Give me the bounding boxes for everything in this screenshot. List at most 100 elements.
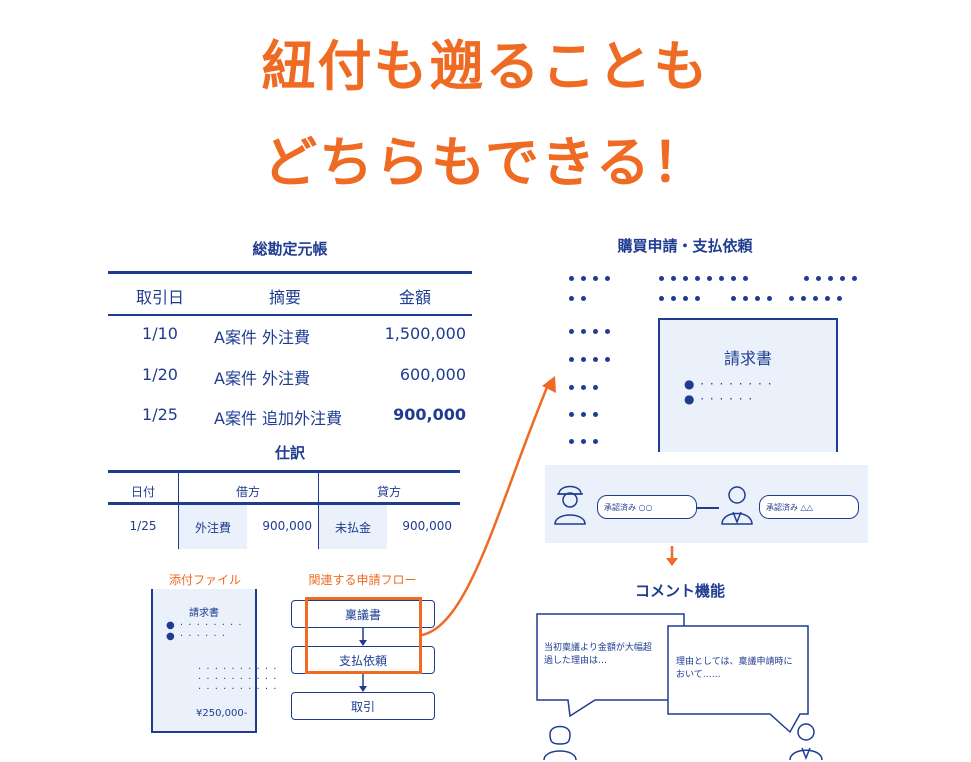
approval-bubble-1: 承認済み ○○	[597, 495, 697, 519]
placeholder-dot	[605, 357, 610, 362]
journal-row-credit-account: 未払金	[334, 521, 371, 535]
flow-step-transaction[interactable]: 取引	[291, 692, 435, 720]
journal-header-credit: 貸方	[376, 485, 401, 499]
invoice-text-line-dots: · · · · · · · · · ·	[198, 674, 278, 685]
placeholder-dot	[593, 357, 598, 362]
journal-row-date: 1/25	[129, 519, 157, 533]
placeholder-dot	[569, 276, 574, 281]
invoice-text-line-dots: ● · · · · · ·	[684, 392, 754, 406]
placeholder-dot	[659, 276, 664, 281]
flow-label: 関連する申請フロー	[308, 573, 417, 587]
invoice-text-line-dots: ● · · · · · · · ·	[166, 620, 243, 631]
placeholder-dot	[671, 276, 676, 281]
attached-invoice-amount: ¥250,000-	[196, 708, 248, 719]
placeholder-dot	[837, 296, 842, 301]
placeholder-dot	[767, 296, 772, 301]
placeholder-dot	[569, 439, 574, 444]
placeholder-dot	[569, 357, 574, 362]
placeholder-dot	[828, 276, 833, 281]
placeholder-dot	[695, 276, 700, 281]
commenter-avatar-icon	[789, 723, 823, 761]
placeholder-dot	[605, 329, 610, 334]
invoice-text-line-dots: ● · · · · · · · ·	[684, 377, 773, 391]
journal-divider	[178, 473, 179, 549]
ledger-header-date: 取引日	[135, 288, 184, 307]
placeholder-dot	[731, 296, 736, 301]
placeholder-dot	[707, 276, 712, 281]
flow-step-ringi[interactable]: 稟議書	[291, 600, 435, 628]
approval-bubble-2: 承認済み △△	[759, 495, 859, 519]
ledger-top-rule	[108, 271, 472, 274]
invoice-text-line-dots: ● · · · · · ·	[166, 631, 226, 642]
placeholder-dot	[605, 276, 610, 281]
invoice-text-line-dots: · · · · · · · · · ·	[198, 664, 278, 675]
placeholder-dot	[743, 296, 748, 301]
comment-bubble-2-text: 理由としては、稟議申請時において……	[676, 657, 793, 680]
placeholder-dot	[755, 296, 760, 301]
journal-credit-highlight	[319, 505, 387, 549]
purchase-invoice-document[interactable]	[658, 318, 838, 452]
comment-title: コメント機能	[634, 582, 725, 600]
ledger-header-rule	[108, 314, 472, 316]
attached-invoice-title: 請求書	[189, 608, 219, 619]
attachment-label: 添付ファイル	[168, 573, 241, 587]
placeholder-dot	[593, 439, 598, 444]
placeholder-dot	[569, 296, 574, 301]
ledger-row-desc: A案件 外注費	[214, 369, 311, 388]
headline-line-1: 紐付も遡ることも	[261, 35, 710, 98]
placeholder-dot	[593, 276, 598, 281]
placeholder-dot	[581, 296, 586, 301]
purchase-invoice-title: 請求書	[723, 349, 772, 368]
placeholder-dot	[581, 276, 586, 281]
ledger-row-date: 1/25	[142, 405, 178, 424]
ledger-row-amount-highlight: 900,000	[393, 405, 466, 424]
journal-header-rule	[108, 502, 460, 505]
approver-avatar-icon	[554, 485, 586, 525]
ledger-row-desc: A案件 外注費	[214, 328, 311, 347]
placeholder-dot	[659, 296, 664, 301]
placeholder-dot	[804, 276, 809, 281]
placeholder-dot	[695, 296, 700, 301]
journal-debit-highlight	[179, 505, 247, 549]
ledger-row-date: 1/10	[142, 324, 178, 343]
placeholder-dot	[593, 385, 598, 390]
placeholder-dot	[743, 276, 748, 281]
ledger-row-amount: 600,000	[399, 365, 466, 384]
comment-bubble-1-text: 当初稟議より金額が大幅超過した理由は…	[544, 643, 652, 666]
journal-title: 仕訳	[274, 444, 305, 462]
placeholder-dot	[569, 412, 574, 417]
placeholder-dot	[813, 296, 818, 301]
placeholder-dot	[671, 296, 676, 301]
placeholder-dot	[569, 329, 574, 334]
placeholder-dot	[683, 276, 688, 281]
journal-row-debit-account: 外注費	[194, 521, 231, 535]
ledger-header-desc: 摘要	[268, 288, 301, 307]
placeholder-dot	[789, 296, 794, 301]
commenter-avatar-icon	[543, 725, 577, 761]
ledger-title: 総勘定元帳	[252, 240, 328, 258]
journal-row-credit-amount: 900,000	[402, 519, 452, 533]
placeholder-dot	[581, 412, 586, 417]
approver-avatar-icon	[721, 486, 753, 525]
placeholder-dot	[719, 276, 724, 281]
ledger-row-amount: 1,500,000	[384, 324, 466, 343]
placeholder-dot	[816, 276, 821, 281]
ledger-row-desc: A案件 追加外注費	[214, 409, 343, 428]
journal-header-date: 日付	[130, 485, 155, 499]
purchase-title: 購買申請・支払依頼	[617, 237, 753, 255]
journal-divider	[318, 473, 319, 549]
placeholder-dot	[801, 296, 806, 301]
journal-row-debit-amount: 900,000	[262, 519, 312, 533]
ledger-header-amount: 金額	[398, 288, 431, 307]
invoice-text-line-dots: · · · · · · · · · ·	[198, 684, 278, 695]
placeholder-dot	[593, 412, 598, 417]
placeholder-dot	[683, 296, 688, 301]
placeholder-dot	[581, 439, 586, 444]
placeholder-dot	[581, 385, 586, 390]
attached-invoice-document[interactable]	[151, 589, 257, 733]
ledger-row-date: 1/20	[142, 365, 178, 384]
placeholder-dot	[593, 329, 598, 334]
